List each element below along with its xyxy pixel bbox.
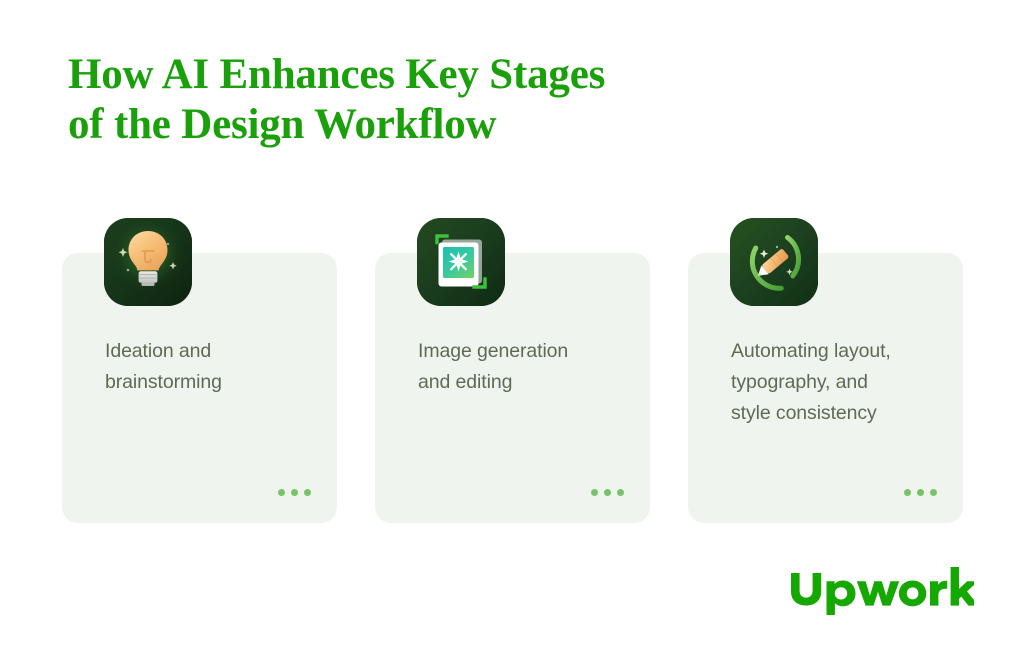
lightbulb-icon (104, 218, 192, 306)
dot (604, 489, 611, 496)
upwork-logo (789, 563, 974, 615)
dot (930, 489, 937, 496)
dot (304, 489, 311, 496)
page-title-line-1: How AI Enhances Key Stages (68, 51, 606, 98)
card-image-generation[interactable]: Image generation and editing (375, 218, 650, 523)
card-automating-layout-ellipsis-button[interactable] (904, 489, 937, 496)
card-text-line-2: and editing (418, 371, 513, 393)
dot (291, 489, 298, 496)
card-ideation-ellipsis-button[interactable] (278, 489, 311, 496)
card-automating-layout[interactable]: Automating layout, typography, and style… (688, 218, 963, 523)
card-text-line-2: brainstorming (105, 371, 222, 393)
card-ideation-text: Ideation and brainstorming (105, 336, 315, 398)
image-sparkle-icon (417, 218, 505, 306)
card-text-line-1: Image generation (418, 340, 569, 362)
card-image-generation-ellipsis-button[interactable] (591, 489, 624, 496)
card-image-generation-text: Image generation and editing (418, 336, 628, 398)
card-automating-layout-text: Automating layout, typography, and style… (731, 336, 941, 429)
dot (591, 489, 598, 496)
pencil-arc-icon (730, 218, 818, 306)
card-text-line-2: typography, and (731, 371, 868, 393)
dot (617, 489, 624, 496)
dot (278, 489, 285, 496)
dot (917, 489, 924, 496)
page-title: How AI Enhances Key Stages of the Design… (68, 50, 768, 150)
cards-row: Ideation and brainstorming (62, 218, 963, 525)
dot (904, 489, 911, 496)
page-title-line-2: of the Design Workflow (68, 101, 497, 148)
card-text-line-1: Automating layout, (731, 340, 891, 362)
card-text-line-3: style consistency (731, 402, 877, 424)
card-ideation[interactable]: Ideation and brainstorming (62, 218, 337, 523)
card-text-line-1: Ideation and (105, 340, 212, 362)
